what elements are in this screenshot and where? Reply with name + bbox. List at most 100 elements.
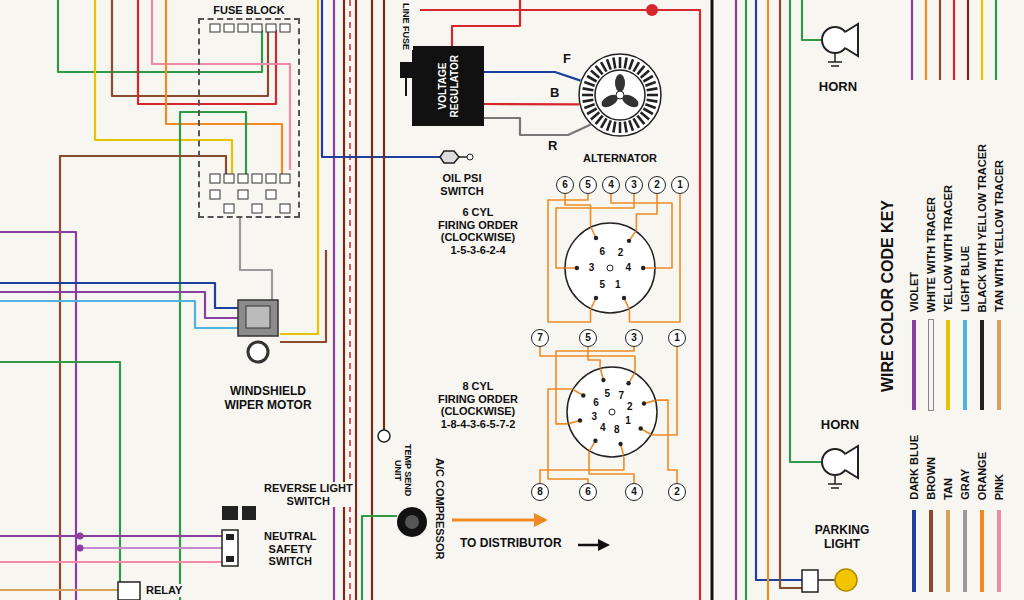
cap-terminal xyxy=(627,239,631,243)
wire xyxy=(711,0,714,600)
text-line: 6 CYL xyxy=(438,206,518,219)
parking-bulb xyxy=(835,569,857,591)
cap-terminal xyxy=(593,438,597,442)
wire xyxy=(735,0,737,600)
node-label: 5 xyxy=(585,332,591,344)
legend-swatch xyxy=(963,320,967,410)
alternator-fin xyxy=(583,100,594,102)
wire xyxy=(452,0,520,46)
cap-rotor xyxy=(607,265,613,271)
distributor-cap: 65732418 xyxy=(566,366,658,458)
part-label: REVERSE LIGHT SWITCH xyxy=(262,482,355,507)
wire xyxy=(95,0,232,178)
wire xyxy=(925,0,927,80)
terminal-number: 5 xyxy=(579,329,597,347)
node-label: 2 xyxy=(654,179,660,191)
legend-label: LIGHT BLUE xyxy=(957,246,974,312)
wiper-motor-face xyxy=(246,306,270,328)
terminal-number: 5 xyxy=(579,176,597,194)
arrow-head xyxy=(534,513,548,527)
wire xyxy=(0,232,76,600)
node-label: 3 xyxy=(591,411,597,423)
alternator-fin xyxy=(634,62,640,72)
wire xyxy=(152,0,290,170)
alternator-fin xyxy=(647,88,658,90)
text-line: SAFETY xyxy=(264,543,317,556)
wire xyxy=(967,0,969,80)
fuse-terminal xyxy=(238,174,248,183)
horn-symbol xyxy=(822,27,848,53)
alternator-hub xyxy=(616,91,624,99)
wire xyxy=(939,0,941,80)
wire xyxy=(0,535,222,537)
alternator-fin xyxy=(583,88,594,90)
alternator-fin xyxy=(643,76,653,82)
wire xyxy=(802,0,822,40)
legend-label: YELLOW WITH TRACER xyxy=(940,185,957,312)
node-label: 1 xyxy=(615,279,621,291)
alternator-fin xyxy=(601,118,607,128)
node-label: 3 xyxy=(631,179,637,191)
wire xyxy=(981,0,983,80)
relay-symbol xyxy=(118,582,140,600)
node-label: 2 xyxy=(627,401,633,413)
voltage-regulator: VOLTAGE REGULATOR xyxy=(412,46,484,126)
node-label: 3 xyxy=(631,332,637,344)
text-line: 1-5-3-6-2-4 xyxy=(438,244,518,257)
wire xyxy=(383,0,385,430)
legend-label: DARK BLUE xyxy=(906,435,923,500)
alternator-fin xyxy=(607,120,611,130)
text-line: TEMP SEND xyxy=(403,444,413,496)
alternator: ALTERNATOR xyxy=(578,53,662,137)
node-label: 2 xyxy=(618,247,624,259)
text-line: WINDSHIELD xyxy=(224,385,311,399)
text-line: WIPER MOTOR xyxy=(224,399,311,413)
text-line: UNIT xyxy=(393,444,403,496)
ground-symbol xyxy=(828,53,842,66)
terminal-number: 6 xyxy=(556,176,574,194)
neutral-switch-symbol xyxy=(222,530,238,566)
cap-terminal xyxy=(638,426,642,430)
distributor-arrow xyxy=(578,544,600,547)
part-label: NEUTRAL SAFETY SWITCH xyxy=(262,530,319,568)
alternator-outline xyxy=(578,53,662,137)
cap-terminal xyxy=(594,296,598,300)
node-label: 8 xyxy=(614,424,620,436)
fuse-terminal xyxy=(238,24,248,32)
alternator-fin xyxy=(607,59,611,69)
alternator-fin xyxy=(596,66,603,74)
legend-swatch xyxy=(912,320,916,410)
node-label: 4 xyxy=(631,486,637,498)
legend-swatch xyxy=(912,510,916,592)
legend-label: PINK xyxy=(991,474,1008,500)
fuse-terminal xyxy=(224,204,234,213)
fuse-terminal xyxy=(210,24,220,32)
node-label: 2 xyxy=(674,486,680,498)
cap-rotor xyxy=(609,409,615,415)
alternator-fin xyxy=(584,82,594,86)
horn-bell xyxy=(845,24,858,56)
legend-swatch xyxy=(980,510,984,592)
text-line: REGULATOR xyxy=(448,55,460,117)
fuse-terminal xyxy=(210,190,220,199)
horn-bell xyxy=(845,446,858,478)
cap-terminal xyxy=(594,236,598,240)
wire xyxy=(0,301,238,328)
cap-body xyxy=(565,223,655,313)
node-label: 1 xyxy=(674,332,680,344)
orange-arrow xyxy=(452,519,536,522)
part-label: A/C COMPRESSOR xyxy=(432,458,449,559)
wire xyxy=(0,292,238,318)
part-label: 6 CYL FIRING ORDER (CLOCKWISE) 1-5-3-6-2… xyxy=(436,206,520,257)
wire xyxy=(349,0,351,600)
arrow-head xyxy=(598,539,610,551)
cap-terminal xyxy=(642,401,646,405)
part-label: LINE FUSE xyxy=(399,3,413,50)
alternator-fin xyxy=(645,104,655,108)
node-label: 5 xyxy=(585,179,591,191)
temp-sender-symbol xyxy=(378,430,390,442)
alternator-fin xyxy=(613,58,615,69)
legend-swatch xyxy=(980,320,984,410)
